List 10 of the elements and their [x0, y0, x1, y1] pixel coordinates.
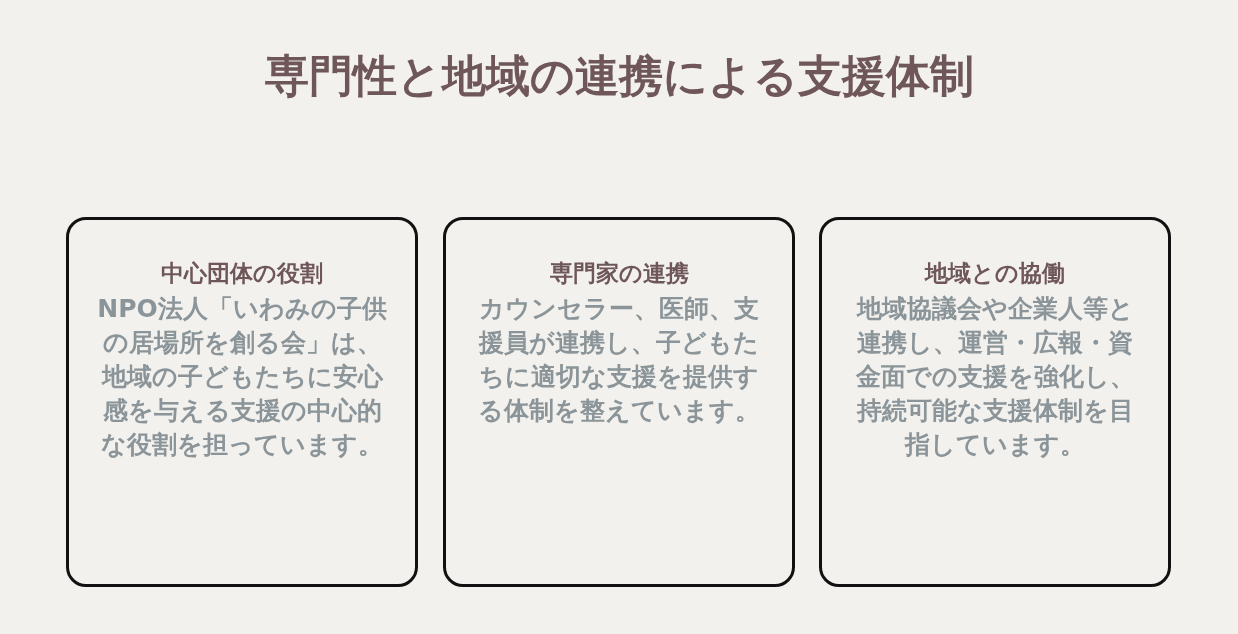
card-text: 地域協議会や企業人等と連携し、運営・広報・資金面での支援を強化し、持続可能な支援体制を目指しています。	[854, 293, 1136, 461]
info-card	[443, 217, 795, 587]
card-heading: 専門家の連携	[548, 259, 690, 288]
card-heading: 地域との協働	[923, 259, 1066, 288]
info-card	[819, 217, 1171, 587]
info-card	[66, 217, 418, 587]
card-heading: 中心団体の役割	[160, 259, 324, 288]
card-text: NPO法人「いわみの子供の居場所を創る会」は、地域の子どもたちに安心感を与える支援の中心的な役割を担っています。	[96, 293, 388, 461]
title: 専門性と地域の連携による支援体制	[263, 49, 975, 103]
card-text: カウンセラー、医師、支援員が連携し、子どもたちに適切な支援を提供する体制を整えています。	[477, 293, 761, 427]
